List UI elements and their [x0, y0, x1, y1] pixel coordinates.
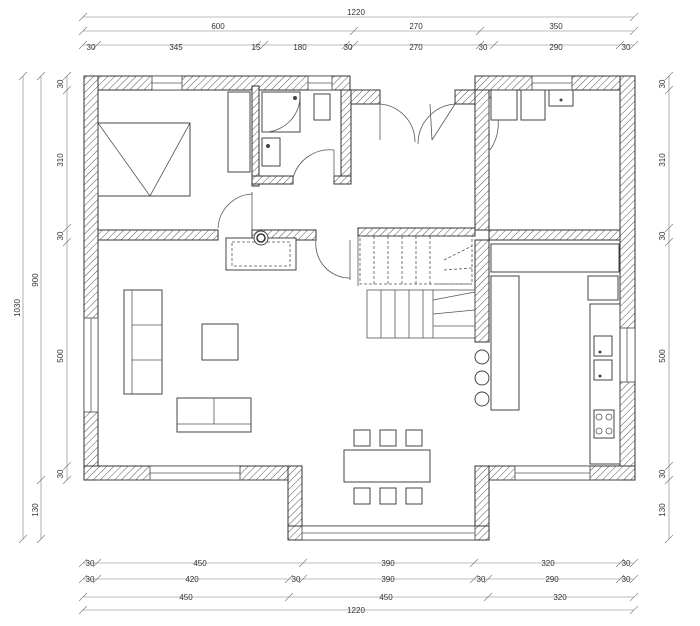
dim-top-270: 270 [409, 22, 423, 31]
chair-6 [405, 487, 423, 505]
furniture [97, 89, 621, 505]
dim-top-total: 1220 [347, 8, 365, 17]
window-kitchen [619, 327, 636, 383]
chimney-icon [253, 230, 269, 246]
doors [217, 95, 499, 280]
dim-bot2-c: 30 [292, 575, 301, 584]
stove-icon [593, 409, 615, 439]
staircase [357, 235, 476, 339]
dim-top-600: 600 [211, 22, 225, 31]
dim-bot-total: 1220 [347, 606, 365, 615]
dim-left-30a: 30 [56, 79, 65, 88]
wardrobe [227, 91, 251, 173]
dim-left-500: 500 [56, 349, 65, 363]
dim-bot2-e: 30 [477, 575, 486, 584]
chair-4 [353, 487, 371, 505]
dim-bot1-c: 390 [381, 559, 395, 568]
dim-top3-c: 15 [252, 43, 261, 52]
stool-1 [474, 349, 490, 365]
dim-top3-d: 180 [293, 43, 307, 52]
sofa-left [123, 289, 163, 395]
dim-bot2-f: 290 [545, 575, 559, 584]
dim-top3-f: 270 [409, 43, 423, 52]
dim-left-900: 900 [31, 273, 40, 287]
dim-top3-e: 30 [344, 43, 353, 52]
dining-table [343, 449, 431, 483]
dimensions-left: 1030 900 130 30 310 30 500 30 [13, 71, 72, 544]
dim-bot3-b: 450 [379, 593, 393, 602]
toilet-icon [261, 137, 281, 167]
sink-basin-1 [593, 335, 613, 357]
dim-left-130: 130 [31, 503, 40, 517]
entry-door-right [431, 103, 456, 141]
chair-2 [379, 429, 397, 447]
dim-bot3-a: 450 [179, 593, 193, 602]
dim-top3-h: 290 [549, 43, 563, 52]
dim-bot2-d: 390 [381, 575, 395, 584]
dim-top3-i: 30 [622, 43, 631, 52]
chair-5 [379, 487, 397, 505]
dimensions-top: 1220 600 270 350 30 345 15 180 30 270 30… [78, 8, 639, 52]
dim-top3-g: 30 [479, 43, 488, 52]
dim-bot1-d: 320 [541, 559, 555, 568]
dimensions-bottom: 30 450 390 320 30 30 420 30 390 30 290 3… [78, 558, 639, 615]
bed-icon [97, 122, 191, 197]
dim-right-30b: 30 [658, 231, 667, 240]
counter-right [589, 303, 621, 465]
dim-left-30b: 30 [56, 231, 65, 240]
sink-basin-2 [593, 359, 613, 381]
dim-bot3-c: 320 [553, 593, 567, 602]
cabinet-2 [520, 89, 546, 121]
dimensions-right: 30 310 30 500 30 130 [658, 71, 674, 544]
chair-1 [353, 429, 371, 447]
desk-box [548, 89, 574, 107]
counter-top [490, 243, 620, 273]
dim-bot1-e: 30 [622, 559, 631, 568]
dim-left-30c: 30 [56, 469, 65, 478]
dim-right-30c: 30 [658, 469, 667, 478]
dim-right-30a: 30 [658, 79, 667, 88]
dim-left-total: 1030 [13, 299, 22, 317]
stool-3 [474, 391, 490, 407]
dim-top-350: 350 [549, 22, 563, 31]
dim-bot2-g: 30 [622, 575, 631, 584]
chair-3 [405, 429, 423, 447]
stool-2 [474, 370, 490, 386]
dim-top3-b: 345 [169, 43, 183, 52]
windows [83, 75, 636, 541]
dim-left-310: 310 [56, 153, 65, 167]
dim-bot1-b: 450 [193, 559, 207, 568]
walls [83, 75, 636, 541]
dim-right-500: 500 [658, 349, 667, 363]
coffee-table [201, 323, 239, 361]
kitchen-bar [490, 275, 520, 411]
cabinet-1 [490, 89, 518, 121]
dim-bot2-b: 420 [185, 575, 199, 584]
dim-bot2-a: 30 [86, 575, 95, 584]
fridge [587, 275, 619, 301]
dim-bot1-a: 30 [86, 559, 95, 568]
dim-top3-a: 30 [87, 43, 96, 52]
dim-right-130: 130 [658, 503, 667, 517]
sink-icon [313, 93, 331, 121]
dim-right-310: 310 [658, 153, 667, 167]
